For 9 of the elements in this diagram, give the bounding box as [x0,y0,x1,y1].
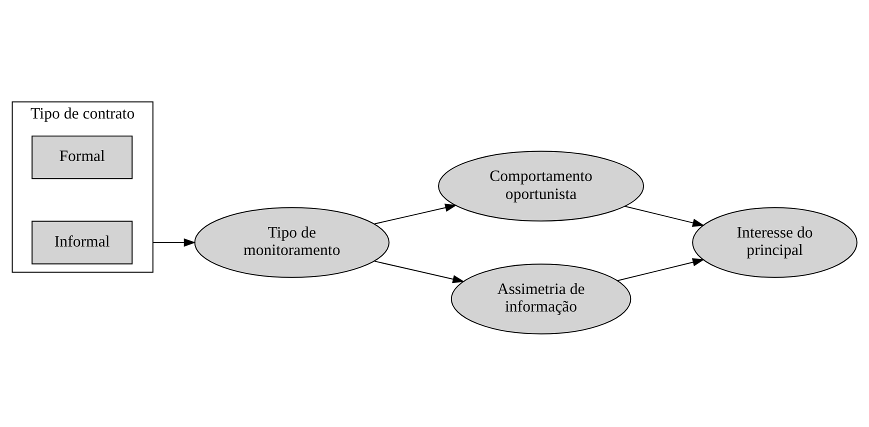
arrow [374,260,465,283]
arrow [152,238,196,246]
node-box: Informal [32,220,133,264]
node-ellipse: Comportamento oportunista [438,150,644,221]
arrow [374,203,458,224]
node-box: Formal [32,135,133,179]
arrow [624,205,704,226]
node-ellipse: Tipo de monitoramento [194,206,390,278]
arrow [617,258,704,281]
